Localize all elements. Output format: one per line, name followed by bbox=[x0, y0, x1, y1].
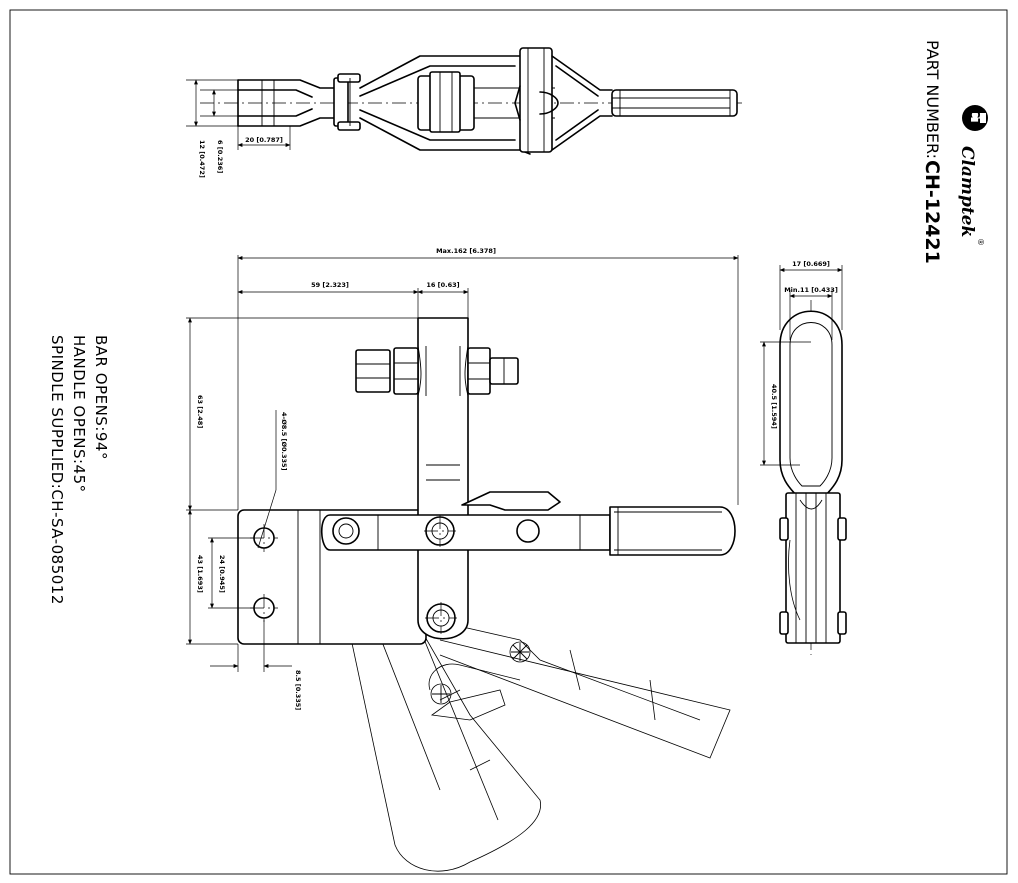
logo-monogram: CT bbox=[966, 109, 981, 128]
side-view: 17 [0.669] Min.11 [0.433] 40.5 [1.594] bbox=[760, 260, 847, 655]
note-bar-opens: BAR OPENS:94° bbox=[92, 335, 110, 460]
dim-hole-pitch-24: 24 [0.945] bbox=[218, 555, 226, 593]
dim-base-43: 43 [1.693] bbox=[196, 555, 204, 593]
drawing-border bbox=[9, 9, 1008, 875]
brand-logo: CT bbox=[962, 105, 988, 131]
dim-width-16: 16 [0.63] bbox=[426, 281, 459, 289]
dim-top-width-12: 12 [0.472] bbox=[198, 140, 206, 178]
dim-height-63: 63 [2.48] bbox=[196, 395, 204, 428]
note-spindle-supplied: SPINDLE SUPPLIED:CH-SA-085012 bbox=[48, 335, 66, 605]
dim-top-width-6: 6 [0.236] bbox=[216, 140, 224, 173]
dim-top-length-20: 20 [0.787] bbox=[245, 136, 283, 144]
dim-side-height-40-5: 40.5 [1.594] bbox=[770, 384, 778, 429]
part-number-value: CH-12421 bbox=[921, 160, 943, 264]
front-view: Max.162 [6.378] 59 [2.323] 16 [0.63] 63 … bbox=[186, 247, 739, 872]
dim-length-59: 59 [2.323] bbox=[311, 281, 349, 289]
dim-edge-8-5: 8.5 [0.335] bbox=[294, 670, 302, 710]
spec-notes: BAR OPENS:94° HANDLE OPENS:45° SPINDLE S… bbox=[48, 335, 110, 605]
dim-max-length: Max.162 [6.378] bbox=[436, 247, 496, 255]
pivot-pins bbox=[332, 515, 540, 634]
top-view: 20 [0.787] 6 [0.236] 12 [0.472] bbox=[186, 47, 745, 178]
dim-side-min-11: Min.11 [0.433] bbox=[784, 286, 838, 294]
part-number-label: PART NUMBER: bbox=[923, 40, 942, 159]
dim-holes: 4-Ø8.5 [Ø0.335] bbox=[280, 412, 288, 471]
brand-name: Clamptek bbox=[957, 146, 977, 237]
title-block: CT Clamptek ® PART NUMBER: CH-12421 bbox=[921, 40, 988, 264]
registered-mark: ® bbox=[976, 238, 985, 246]
note-handle-opens: HANDLE OPENS:45° bbox=[70, 335, 88, 493]
dim-side-width-17: 17 [0.669] bbox=[792, 260, 830, 268]
